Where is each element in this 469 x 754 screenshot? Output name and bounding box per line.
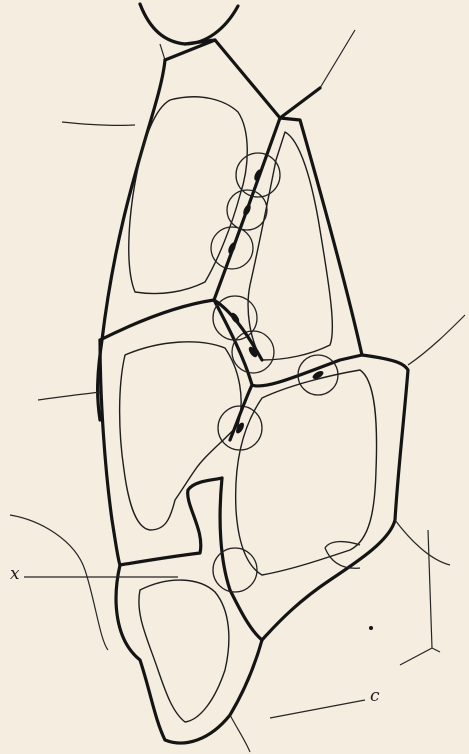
middle-left-bottom-wall [120,478,222,565]
pit-ring [213,548,257,592]
mid-horizontal-wall [100,300,214,340]
upper-left-cell-wall [98,60,165,420]
label-x: x [10,564,20,584]
pit-field-upper [211,153,338,450]
right-wall-line-upper [408,315,465,365]
left-wall-line-1 [62,122,135,125]
stray-dot [369,626,373,630]
c-bracket [270,530,440,718]
top-cell-wall [140,4,238,44]
upper-cell-top-wall [165,40,320,118]
lower-left-wall-line [10,515,108,650]
label-c: c [370,686,380,706]
protoplast-upper-left [129,97,248,294]
bottom-wall-line [230,715,250,752]
pit-arc [325,548,360,568]
pit-field-lower [213,542,360,592]
protoplast-upper-right [248,132,332,360]
right-wall-line-lower [395,520,450,565]
top-right-wall-line [320,30,355,88]
top-left-wall-line [160,44,165,60]
middle-left-cell-wall [100,340,120,565]
left-wall-line-2 [38,392,100,400]
protoplast-middle-left [120,342,241,530]
lower-right-cell-wall [214,300,408,640]
pit-node [242,203,253,216]
